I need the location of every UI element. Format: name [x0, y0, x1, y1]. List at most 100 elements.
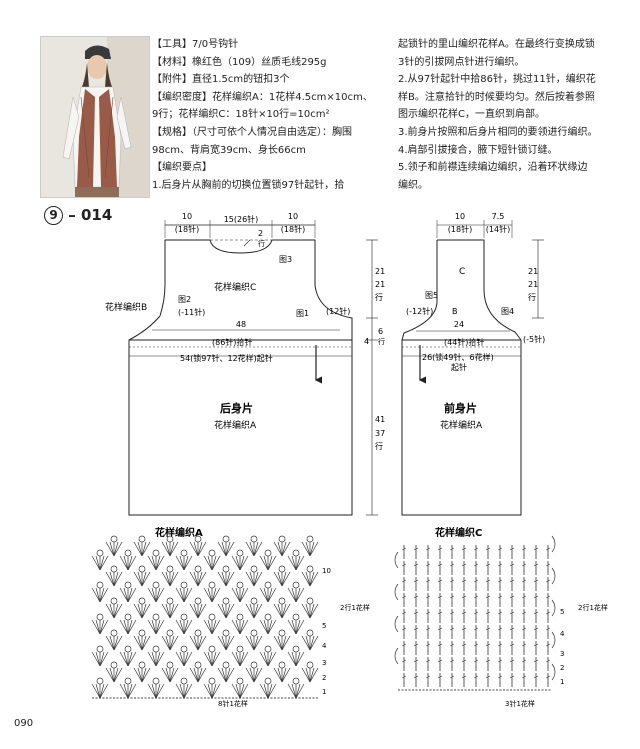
double-crochet-stitch [309, 635, 315, 651]
front-chain-line-2: 起针 [451, 362, 467, 372]
double-crochet-stitch [179, 555, 185, 571]
double-crochet-stitch [203, 683, 213, 699]
stitch-bar [401, 611, 407, 615]
double-crochet-stitch [165, 571, 171, 587]
back-neck-width: 15(26针) [224, 214, 259, 224]
stitch-bar [449, 611, 455, 615]
double-crochet-stitch [95, 619, 101, 635]
back-height-21-rows: 21 [375, 280, 385, 289]
double-crochet-stitch [147, 619, 157, 635]
stitch-fan [189, 661, 207, 683]
double-crochet-stitch [141, 667, 147, 683]
double-crochet-stitch [295, 683, 305, 699]
back-pattern-c: 花样编织C [214, 281, 256, 293]
stitch-fan [203, 677, 221, 699]
double-crochet-stitch [95, 651, 101, 667]
double-crochet-stitch [151, 587, 157, 603]
picot-mark [124, 549, 132, 557]
stitch-bar [473, 611, 479, 615]
stitch-bar [401, 627, 407, 631]
double-crochet-stitch [99, 619, 105, 635]
front-fig-5: 图5 [425, 291, 438, 300]
stitch-fan [287, 677, 305, 699]
double-crochet-stitch [221, 635, 227, 651]
double-crochet-stitch [197, 571, 203, 587]
double-crochet-stitch [99, 555, 105, 571]
double-crochet-stitch [123, 619, 129, 635]
back-shoulder-right-stitches: (18针) [281, 224, 305, 234]
materials-info: 【工具】7/0号钩针 【材料】橡红色（109）丝质毛线295g 【附件】直径1.… [152, 36, 382, 194]
stitch-fan [175, 613, 193, 635]
double-crochet-stitch [281, 603, 287, 619]
double-crochet-stitch [169, 667, 175, 683]
double-crochet-stitch [295, 619, 301, 635]
double-crochet-stitch [295, 619, 305, 635]
stitch-fan [245, 661, 263, 683]
double-crochet-stitch [239, 587, 249, 603]
back-chain: 54(锁97针、12花样)起针 [180, 353, 273, 363]
stitch-bar [449, 563, 455, 567]
stitch-bar [425, 643, 431, 647]
double-crochet-stitch [165, 667, 171, 683]
double-crochet-stitch [183, 651, 189, 667]
double-crochet-stitch [119, 555, 129, 571]
picot-mark [124, 645, 132, 653]
stitch-fan [105, 661, 123, 683]
double-crochet-stitch [287, 651, 297, 667]
turning-chain [551, 535, 556, 553]
stitch-bar [461, 563, 467, 567]
double-crochet-stitch [249, 667, 255, 683]
stitch-bar [437, 643, 443, 647]
double-crochet-stitch [197, 635, 207, 651]
stitch-bar [497, 611, 503, 615]
stitch-fan [301, 535, 319, 557]
double-crochet-stitch [123, 587, 129, 603]
double-crochet-stitch [253, 541, 259, 557]
stitch-bar [485, 643, 491, 647]
stitch-fan [189, 629, 207, 651]
double-crochet-stitch [123, 555, 129, 571]
double-crochet-stitch [301, 635, 311, 651]
picot-mark [194, 629, 202, 637]
stitch-fan [301, 565, 319, 587]
double-crochet-stitch [99, 619, 109, 635]
picot-mark [194, 565, 202, 573]
stitch-fan [231, 645, 249, 667]
stitch-bar [425, 611, 431, 615]
double-crochet-stitch [281, 603, 291, 619]
double-crochet-stitch [267, 587, 277, 603]
double-crochet-stitch [211, 555, 217, 571]
picot-mark [222, 565, 230, 573]
stitch-bar [485, 547, 491, 551]
double-crochet-stitch [253, 571, 259, 587]
front-piece-title: 前身片 [444, 401, 477, 415]
double-crochet-stitch [147, 587, 157, 603]
stitch-fan [147, 677, 165, 699]
double-crochet-stitch [267, 683, 273, 699]
stitch-fan [105, 565, 123, 587]
stitch-bar [509, 595, 515, 599]
double-crochet-stitch [189, 571, 199, 587]
stitch-bar [461, 627, 467, 631]
front-pickup: (44针)拾针 [444, 337, 484, 347]
double-crochet-stitch [183, 619, 193, 635]
double-crochet-stitch [245, 541, 255, 557]
back-37-row-label: 行 [375, 441, 383, 451]
chart-c-repeat-rows: 2行1花样 [578, 603, 608, 612]
double-crochet-stitch [267, 651, 277, 667]
stitch-bar [545, 675, 551, 679]
double-crochet-stitch [155, 555, 161, 571]
double-crochet-stitch [109, 571, 115, 587]
front-piece-schematic [401, 220, 544, 516]
double-crochet-stitch [197, 541, 203, 557]
stitch-fan [273, 565, 291, 587]
double-crochet-stitch [193, 541, 199, 557]
double-crochet-stitch [175, 651, 185, 667]
double-crochet-stitch [291, 555, 297, 571]
double-crochet-stitch [175, 555, 185, 571]
stitch-bar [461, 595, 467, 599]
double-crochet-stitch [221, 667, 227, 683]
stitch-bar [509, 547, 515, 551]
stitch-fan [273, 661, 291, 683]
stitch-bar [449, 627, 455, 631]
